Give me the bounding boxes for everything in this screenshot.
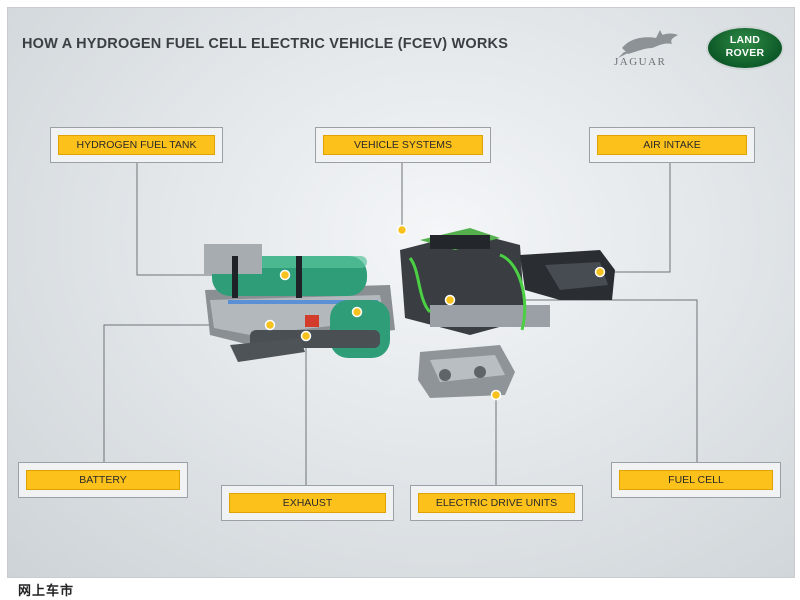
- land-rover-word-1: LAND: [729, 34, 761, 46]
- jaguar-wordmark: JAGUAR: [614, 56, 667, 68]
- hydrogen-tank-illustration: [204, 244, 390, 358]
- connector-fuel-cell: [450, 299, 698, 470]
- label-hydrogen-fuel-tank: HYDROGEN FUEL TANK: [51, 128, 222, 162]
- marker-battery: [264, 319, 276, 331]
- page-title: HOW A HYDROGEN FUEL CELL ELECTRIC VEHICL…: [22, 36, 509, 52]
- land-rover-logo: LAND ROVER: [706, 26, 784, 70]
- location-markers: [264, 224, 606, 401]
- land-rover-word-2: ROVER: [725, 47, 765, 59]
- label-battery: BATTERY: [19, 463, 187, 497]
- land-rover-oval: [706, 26, 784, 70]
- marker-tank-2: [351, 306, 363, 318]
- marker-air-intake: [594, 266, 606, 278]
- marker-fuel-tank: [279, 269, 291, 281]
- jaguar-logo: JAGUAR: [600, 26, 700, 72]
- fuel-cell-illustration: [400, 228, 615, 335]
- label-electric-drive-units: ELECTRIC DRIVE UNITS: [411, 486, 582, 520]
- watermark-text: 网上车市: [18, 583, 75, 598]
- drive-unit-illustration: [418, 345, 515, 398]
- label-fuel-cell: FUEL CELL: [612, 463, 780, 497]
- label-exhaust: EXHAUST: [222, 486, 393, 520]
- exhaust-illustration: [230, 315, 319, 362]
- label-air-intake: AIR INTAKE: [590, 128, 754, 162]
- label-vehicle-systems: VEHICLE SYSTEMS: [316, 128, 490, 162]
- marker-exhaust: [300, 330, 312, 342]
- jaguar-leaper-icon: [618, 30, 678, 58]
- connector-lines: [103, 154, 698, 490]
- marker-vehicle-systems: [396, 224, 408, 236]
- marker-fuel-cell: [444, 294, 456, 306]
- marker-drive-units: [490, 389, 502, 401]
- connector-air-intake: [600, 154, 671, 273]
